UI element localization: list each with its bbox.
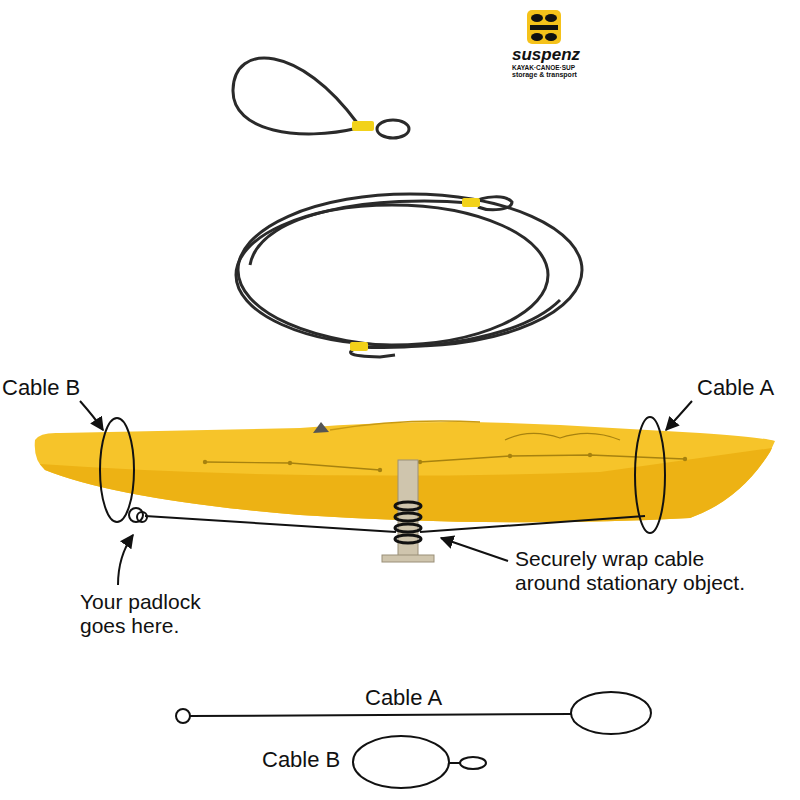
- callout-note: Securely wrap cable around stationary ob…: [515, 547, 760, 594]
- callout-label: Cable B: [2, 376, 92, 401]
- label-slot: Cable B: [2, 376, 92, 401]
- label-slot: Cable B: [262, 748, 350, 773]
- logo-text: suspenz: [512, 45, 602, 64]
- label-slot: suspenz: [512, 45, 602, 64]
- callout-label: Cable A: [697, 376, 792, 401]
- label-slot: Securely wrap cable around stationary ob…: [515, 547, 760, 594]
- cable-label: Cable A: [365, 686, 465, 711]
- label-slot: Your padlock goes here.: [80, 590, 220, 637]
- short-cable: [233, 58, 409, 138]
- label-slot: KAYAK·CANOE·SUP: [512, 64, 602, 71]
- stationary-post: [382, 460, 434, 562]
- callout-note: Your padlock goes here.: [80, 590, 220, 637]
- label-slot: Cable A: [365, 686, 465, 711]
- logo-icon: [527, 10, 561, 44]
- cable-label: Cable B: [262, 748, 350, 773]
- label-slot: Cable A: [697, 376, 792, 401]
- lock-cable: [100, 417, 665, 533]
- logo-tagline: storage & transport: [512, 71, 602, 79]
- long-cable: [236, 194, 582, 357]
- label-slot: storage & transport: [512, 71, 602, 79]
- logo-tagline: KAYAK·CANOE·SUP: [512, 64, 602, 71]
